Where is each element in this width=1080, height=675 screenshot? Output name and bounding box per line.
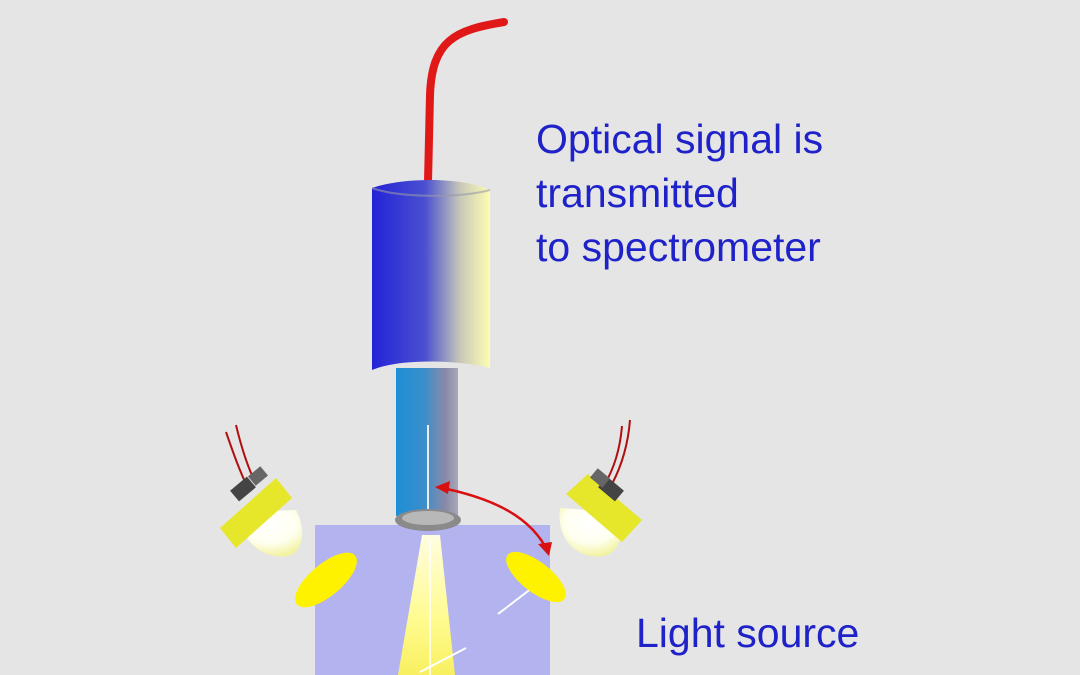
probe-lens-highlight (402, 511, 454, 525)
lamp-right-connector-cap (590, 468, 610, 488)
lamp-left-housing (220, 478, 292, 548)
spectrometer-caption-line-3: to spectrometer (536, 224, 821, 270)
light-spot-left (295, 552, 357, 608)
angle-arrow (436, 485, 550, 553)
optical-fiber (424, 18, 508, 186)
lamp-left-connector-cap (248, 466, 268, 486)
angle-arrowhead-bottom (538, 542, 552, 556)
lamp-right-housing (566, 474, 642, 542)
reflected-beam (398, 535, 455, 675)
lamp-left-connector (230, 476, 256, 502)
light-spot-right (506, 551, 566, 603)
lamp-right (559, 419, 642, 557)
spectrometer-caption-line-1: Optical signal is (536, 116, 824, 162)
incident-ray-left (419, 647, 467, 673)
lamp-right-wire-1 (611, 419, 631, 485)
spectrometer-caption: Optical signal is transmitted to spectro… (536, 112, 823, 274)
probe-top-edge (371, 187, 491, 197)
probe-body (372, 180, 490, 370)
light-source-caption: Light source (636, 610, 860, 656)
lamp-left (220, 424, 303, 557)
angle-arrowhead-top (435, 481, 450, 494)
spectrometer-caption-line-2: transmitted (536, 170, 739, 216)
incident-ray-right (497, 587, 533, 615)
